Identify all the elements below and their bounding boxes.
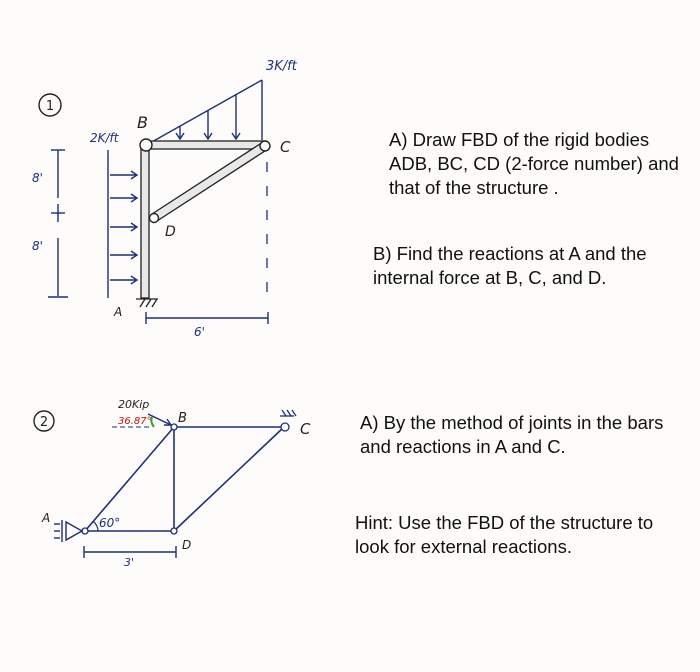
dim-upper-8ft: 8': [32, 171, 43, 185]
problem-2-hint: Hint: Use the FBD of the structure to lo…: [355, 511, 685, 559]
label-d2: D: [182, 538, 191, 552]
truss: [84, 426, 285, 532]
problem-1-part-b-text: B) Find the reactions at A and the inter…: [373, 243, 647, 288]
joint-d: [170, 527, 178, 535]
pin-d: [148, 212, 160, 224]
member-dc: [173, 426, 285, 532]
dim-3ft: 3': [124, 556, 134, 569]
problem-2-hint-text: Hint: Use the FBD of the structure to lo…: [355, 512, 654, 557]
pin-c: [259, 140, 271, 152]
horizontal-dimension: [145, 312, 269, 324]
problem-2-number: 2: [40, 415, 48, 430]
angle-highlight: [150, 416, 155, 428]
label-b2: B: [178, 411, 187, 426]
label-a: A: [113, 305, 122, 319]
problem-1-number: 1: [46, 99, 54, 114]
load-20kip: 20Kip: [118, 398, 149, 411]
load-angle-label: 36.87°: [118, 416, 152, 427]
label-a2: A: [41, 511, 50, 525]
support-c: [280, 409, 297, 417]
angle-arc-a: [92, 520, 99, 532]
problem-1-number-circle: [38, 93, 62, 117]
angle-a-label: 60°: [99, 516, 120, 530]
dim-horizontal-6ft: 6': [194, 325, 205, 339]
member-bc: [146, 140, 266, 150]
problem-2-part-a-text: A) By the method of joints in the bars a…: [360, 412, 664, 457]
joint-c: [280, 422, 290, 432]
vertical-dimension: [48, 149, 68, 298]
pin-support-a: [54, 520, 84, 542]
uniform-load-left: [107, 150, 139, 298]
problem-2-part-a: A) By the method of joints in the bars a…: [360, 411, 680, 459]
problem-2-diagram: 2 A: [33, 398, 311, 569]
dim-lower-8ft: 8': [32, 239, 43, 253]
member-ab: [84, 426, 175, 532]
problem-2-number-circle: [33, 410, 55, 432]
label-c: C: [280, 138, 291, 156]
member-adb: [140, 144, 150, 299]
pin-b: [139, 138, 153, 152]
dimension-3ft: [83, 546, 177, 558]
problem-1-diagram: 1 3K/ft 2K/ft: [32, 59, 298, 339]
load-arrowhead: [164, 418, 173, 426]
triangular-load: [149, 79, 263, 144]
load-2k-label: 2K/ft: [90, 131, 120, 145]
joint-b: [170, 423, 178, 431]
problem-1-part-a-text: A) Draw FBD of the rigid bodies ADB, BC,…: [389, 129, 679, 198]
load-arrow: [147, 413, 172, 426]
member-cd: [151, 141, 269, 222]
label-b: B: [137, 113, 148, 132]
label-d: D: [165, 224, 176, 240]
problem-1-part-b: B) Find the reactions at A and the inter…: [373, 242, 673, 290]
fixed-support-a: [136, 298, 158, 308]
label-c2: C: [300, 420, 311, 438]
load-3k-label: 3K/ft: [266, 59, 298, 74]
problem-1-part-a: A) Draw FBD of the rigid bodies ADB, BC,…: [389, 128, 679, 200]
